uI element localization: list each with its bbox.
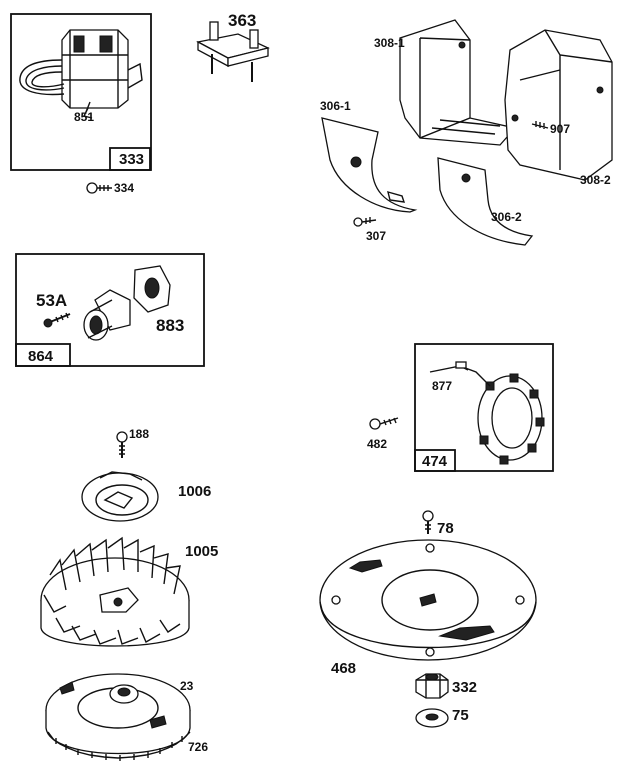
flywheel-23: 23: [45, 673, 194, 755]
armature-frame: [10, 13, 152, 171]
leader-851: [85, 101, 91, 113]
label-308-2: 308-2: [580, 173, 611, 187]
armature-label-box: [109, 147, 151, 171]
label-332: 332: [452, 679, 477, 696]
bracket-363: 363: [196, 11, 270, 82]
label-851: 851: [74, 110, 94, 124]
washer-75: 75: [415, 707, 469, 728]
coil-frame: [414, 343, 554, 472]
label-877: 877: [432, 379, 452, 393]
label-468: 468: [331, 660, 356, 677]
screw-334: 334: [86, 181, 134, 195]
elbow-label-box: [15, 343, 71, 367]
screw-188: 188: [116, 427, 149, 458]
screw-482: 482: [367, 417, 399, 451]
ring-gear-726: 726: [47, 731, 208, 761]
label-363: 363: [228, 11, 256, 30]
label-188: 188: [129, 427, 149, 441]
screw-307: 307: [353, 217, 386, 243]
coil-drawing: [429, 361, 545, 465]
label-726: 726: [188, 740, 208, 754]
fan-1005: 1005: [40, 536, 218, 647]
coil-box-number: 474: [422, 453, 448, 470]
elbow-frame: [15, 253, 205, 367]
label-482: 482: [367, 437, 387, 451]
label-308-1: 308-1: [374, 36, 405, 50]
label-883: 883: [156, 316, 184, 335]
label-1006: 1006: [178, 483, 211, 500]
coil-label-box: [414, 449, 456, 472]
label-307: 307: [366, 229, 386, 243]
backplate-fins: [348, 559, 495, 641]
armature-drawing: [19, 29, 143, 119]
label-53a: 53A: [36, 291, 67, 310]
label-306-2: 306-2: [491, 210, 522, 224]
screw-907: 907: [531, 121, 570, 136]
label-907: 907: [550, 122, 570, 136]
screen-1006: 1006: [81, 471, 211, 522]
armature-box-number: 333: [119, 151, 144, 168]
label-78: 78: [437, 520, 454, 537]
label-1005: 1005: [185, 543, 218, 560]
label-23: 23: [180, 679, 194, 693]
coil-group: 877 474: [414, 343, 554, 472]
nut-332: 332: [415, 673, 477, 699]
shroud-308-2: 308-2: [504, 29, 613, 187]
backplate-468: 468: [319, 539, 537, 677]
screw-78: 78: [422, 510, 454, 537]
elbow-drawing: [83, 265, 171, 341]
label-75: 75: [452, 707, 469, 724]
elbow-box-number: 864: [28, 348, 54, 365]
armature-group: 333 851: [10, 13, 152, 171]
elbow-group: 53A 883 864: [15, 253, 205, 367]
baffle-306-2: 306-2: [437, 157, 534, 246]
baffle-306-1: 306-1: [320, 99, 418, 213]
screw-53a: [43, 312, 71, 328]
label-306-1: 306-1: [320, 99, 351, 113]
shroud-308-1: 308-1: [374, 19, 517, 146]
label-334: 334: [114, 181, 134, 195]
